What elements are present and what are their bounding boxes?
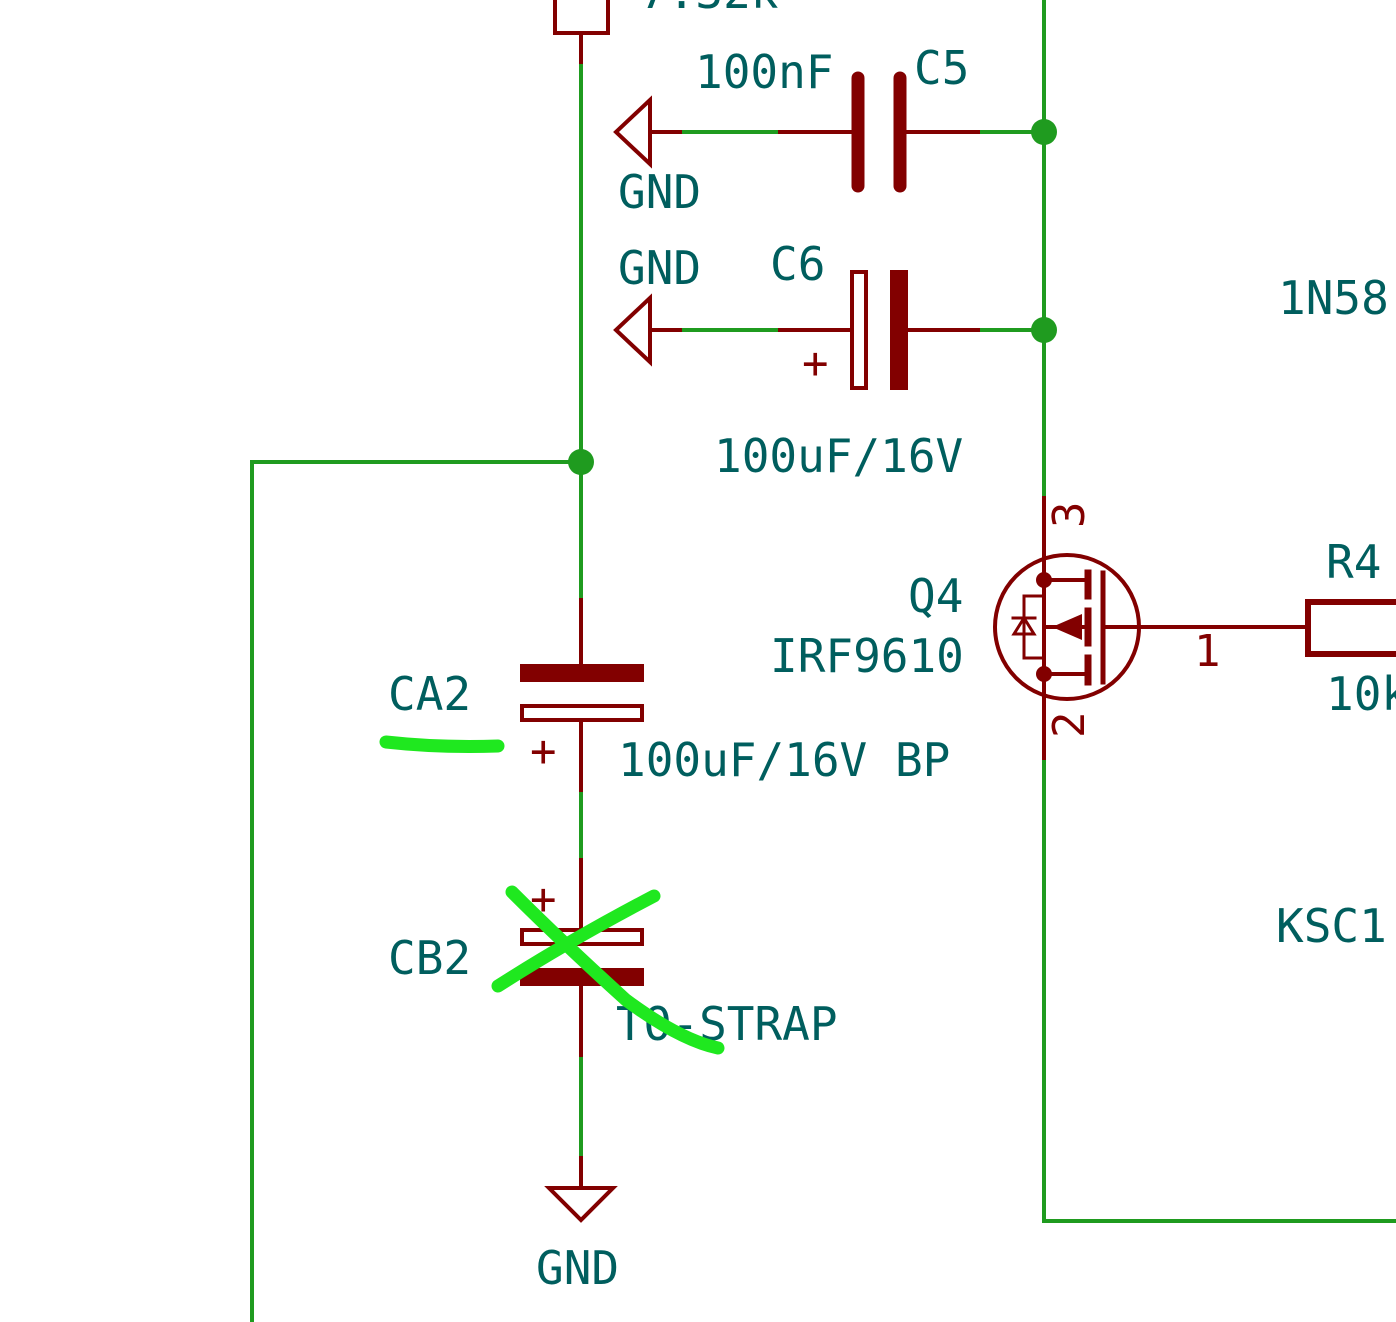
capacitor-ca2: + CA2 100uF/16V BP <box>388 598 950 792</box>
cb2-ref-label: CB2 <box>388 931 471 985</box>
gnd-symbol-c6: GND <box>613 241 701 367</box>
ca2-underline-mark <box>379 735 505 753</box>
top-resistor-value: 7.32k <box>640 0 778 19</box>
c6-plate-hollow <box>850 270 868 390</box>
r4-value-partial: 10k <box>1326 667 1396 721</box>
c5-value-label: 100nF <box>695 45 833 99</box>
mosfet-q4: Q4 IRF9610 1 3 2 <box>770 496 1242 760</box>
cb2-plate-solid <box>520 968 644 986</box>
ca2-plate-solid <box>520 664 644 682</box>
cb2-value-label: TO-STRAP <box>616 997 838 1051</box>
q4-ref-label: Q4 <box>908 569 963 623</box>
ca2-ref-label: CA2 <box>388 667 471 721</box>
ca2-plate-hollow <box>520 704 644 722</box>
gnd-bottom-label: GND <box>536 1241 619 1295</box>
ca2-plus-sign: + <box>530 726 557 777</box>
ca2-value-label: 100uF/16V BP <box>618 733 950 787</box>
cb2-cross-mark-b <box>491 889 661 993</box>
r4-ref-partial: R4 <box>1326 535 1381 589</box>
gnd-symbol-c5: GND <box>613 95 701 219</box>
q4-pin-gate: 1 <box>1194 626 1221 677</box>
c5-ref-label: C5 <box>914 41 969 95</box>
c6-ref-label: C6 <box>770 237 825 291</box>
gnd-symbol-bottom: GND <box>536 1156 619 1295</box>
q4-pin-drain: 2 <box>1044 712 1095 739</box>
junction-c5 <box>1031 119 1057 145</box>
c6-value-label: 100uF/16V <box>714 429 963 483</box>
capacitor-c5: 100nF C5 <box>695 41 980 193</box>
junction-c6 <box>1031 317 1057 343</box>
c6-plus-sign: + <box>802 338 829 389</box>
top-resistor: 7.32k <box>553 0 778 64</box>
junction-left <box>568 449 594 475</box>
ksc-label-partial: KSC1 <box>1276 899 1387 953</box>
capacitor-c6: + C6 100uF/16V <box>714 237 980 483</box>
q4-pin-source: 3 <box>1044 502 1095 529</box>
q4-part-label: IRF9610 <box>770 629 964 683</box>
capacitor-cb2: + CB2 TO-STRAP <box>388 858 838 1057</box>
diode-label-partial: 1N58 <box>1278 271 1389 325</box>
resistor-r4: R4 10k <box>1238 535 1396 721</box>
c6-plate-solid <box>890 270 908 390</box>
gnd-c5-label: GND <box>618 165 701 219</box>
gnd-c6-label: GND <box>618 241 701 295</box>
cb2-cross-mark-a <box>505 885 725 1055</box>
